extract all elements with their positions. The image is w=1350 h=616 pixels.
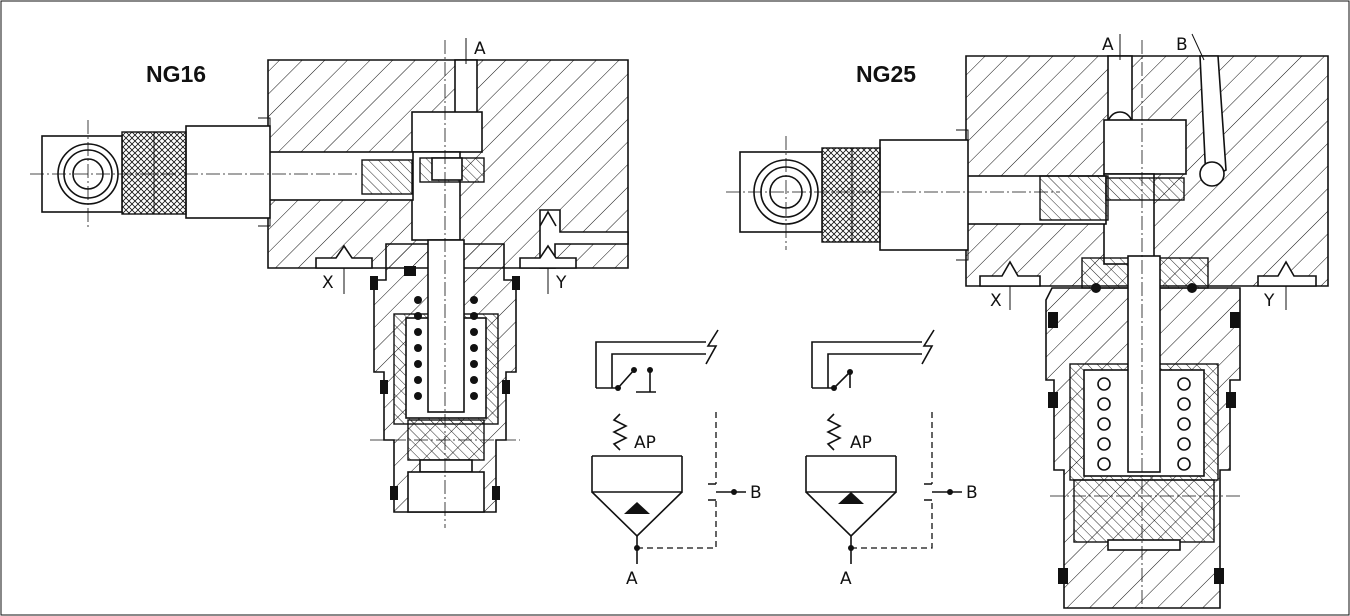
symbol-right-port-b: B [966,483,978,503]
ng25-solenoid-body [879,139,969,251]
ng25-port-a-label: A [1102,35,1114,55]
symbol-left-ap-label: AP [634,433,656,453]
symbol-left-port-b: B [750,483,762,503]
symbol-right-port-a: A [840,569,852,589]
ng16-port-y-label: Y [555,273,567,293]
symbol-right-ap-label: AP [850,433,872,453]
ng25-spring [1097,377,1191,471]
ng25-stem [1127,255,1161,473]
ng25-port-b-label: B [1176,35,1188,55]
ng16-solenoid-body [185,125,271,219]
ng25-title: NG25 [856,61,916,87]
ng16-port-a-label: A [474,39,486,59]
ng16-title: NG16 [146,61,206,87]
switch-icon [617,369,635,389]
switch-icon [833,371,851,389]
hydraulic-symbol-right: AP B A [805,329,978,589]
ng25-valve-drawing: NG25 [726,33,1329,609]
spring-icon [612,413,628,451]
electric-signal-icon [705,329,719,365]
ng25-knurled-nut [821,147,881,243]
ng16-spring [414,296,478,400]
ng16-stem [427,239,465,413]
symbol-left-port-a: A [626,569,638,589]
ng25-port-x-label: X [990,291,1002,311]
hydraulic-symbol-left: AP B A [591,329,762,589]
electric-signal-icon [921,329,935,365]
spring-icon [826,413,842,451]
ng25-port-y-label: Y [1263,291,1275,311]
ng16-valve-drawing: NG16 [30,38,629,528]
ng16-port-x-label: X [322,273,334,293]
